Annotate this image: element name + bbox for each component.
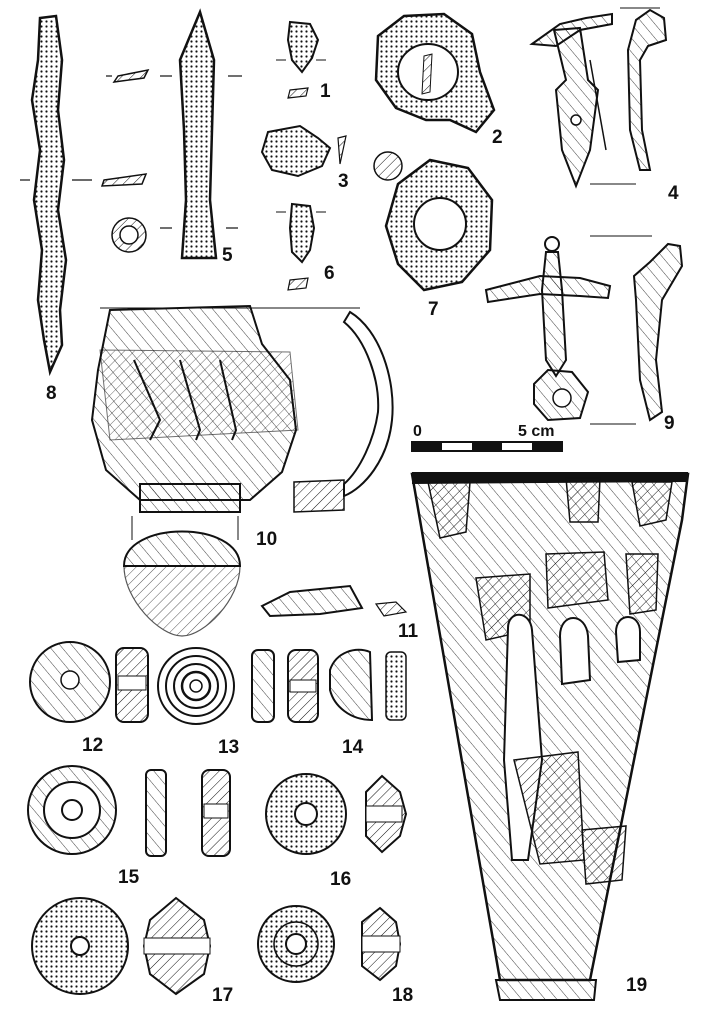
figure-number-5: 5: [222, 245, 233, 266]
artifact-11-fragment: [260, 584, 408, 618]
figure-number-1: 1: [320, 81, 331, 102]
artifact-4-fibula: [529, 7, 668, 189]
figure-number-2: 2: [492, 127, 503, 148]
figure-number-16: 16: [330, 869, 352, 890]
artifact-5-spearhead: [160, 8, 242, 260]
figure-number-11: 11: [398, 621, 419, 642]
figure-number-19: 19: [626, 975, 648, 996]
artifact-2-ring: [374, 12, 496, 134]
figure-number-8: 8: [46, 383, 57, 404]
figure-number-17: 17: [212, 985, 234, 1006]
figure-number-4: 4: [668, 183, 679, 204]
artifact-6-fragment: [276, 202, 326, 291]
artifact-17-bead: [31, 896, 212, 996]
artifact-12-bead: [29, 641, 149, 723]
figure-number-7: 7: [428, 299, 439, 320]
figure-number-18: 18: [392, 985, 414, 1006]
artifact-1-fragment: [276, 20, 326, 99]
figure-number-9: 9: [664, 413, 675, 434]
artifact-13-bead: [157, 647, 319, 725]
artifact-16-bead: [265, 773, 408, 855]
figure-number-13: 13: [218, 737, 240, 758]
figure-number-3: 3: [338, 171, 349, 192]
artifact-3-fragment: [260, 124, 347, 178]
artifact-7-ring: [373, 151, 494, 292]
artifact-18-bead: [257, 905, 402, 983]
artifact-14-bead-fragment: [329, 648, 407, 722]
artifact-19-conical-beaker: [410, 472, 690, 1001]
artifact-15-bead: [27, 765, 231, 857]
artifact-9-crossbow-fibula: [484, 235, 684, 425]
artifact-8-iron-rod: [20, 14, 150, 377]
figure-number-14: 14: [342, 737, 364, 758]
figure-number-6: 6: [324, 263, 335, 284]
figure-number-10: 10: [256, 529, 278, 550]
scale-label-start: 0: [413, 423, 422, 440]
artifact-10-vessel: [90, 304, 394, 637]
scale-bar: [411, 441, 563, 452]
scale-label-end: 5 cm: [518, 423, 555, 440]
figure-number-12: 12: [82, 735, 104, 756]
figure-number-15: 15: [118, 867, 140, 888]
